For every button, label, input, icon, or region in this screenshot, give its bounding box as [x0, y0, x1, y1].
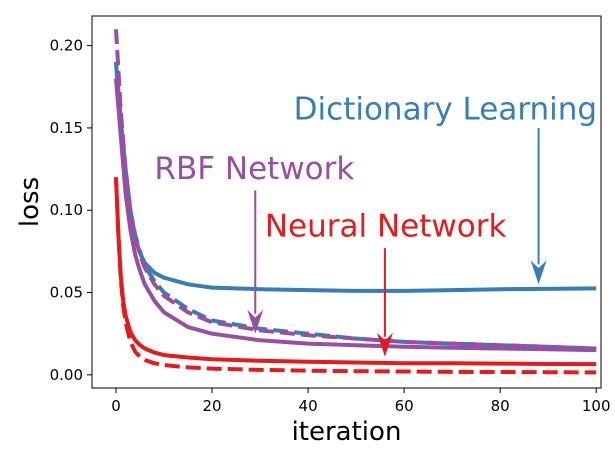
- y-tick-label: 0.20: [50, 37, 83, 55]
- annotation-label-1: Dictionary Learning: [294, 92, 597, 128]
- x-tick-label: 80: [491, 397, 510, 415]
- annotation-arrow-head-3: [376, 332, 393, 357]
- x-tick-label: 60: [395, 397, 414, 415]
- y-tick-label: 0.05: [50, 284, 83, 302]
- y-tick-label: 0.10: [50, 201, 83, 219]
- series-line-4: [114, 29, 597, 351]
- series-layer: [114, 29, 597, 375]
- tick-layer: 0 20 40 60 80 100 0.00 0.05 0.10 0.15 0.20: [50, 37, 611, 415]
- y-axis-label: loss: [15, 177, 45, 227]
- annotation-label-3: Neural Network: [265, 209, 507, 245]
- x-axis-label: iteration: [292, 417, 402, 447]
- annotation-arrow-head-2: [247, 309, 264, 334]
- annotation-arrow-head-1: [530, 260, 547, 285]
- annotation-label-2: RBF Network: [154, 151, 354, 187]
- x-tick-label: 20: [203, 397, 222, 415]
- series-line-5: [114, 177, 597, 367]
- y-tick-label: 0.00: [50, 366, 83, 384]
- series-line-6: [114, 177, 597, 375]
- plot-frame: [91, 15, 602, 389]
- y-tick-label: 0.15: [50, 119, 83, 137]
- series-line-3: [114, 78, 597, 353]
- x-tick-label: 0: [111, 397, 121, 415]
- x-tick-label: 100: [582, 397, 611, 415]
- x-tick-label: 40: [299, 397, 318, 415]
